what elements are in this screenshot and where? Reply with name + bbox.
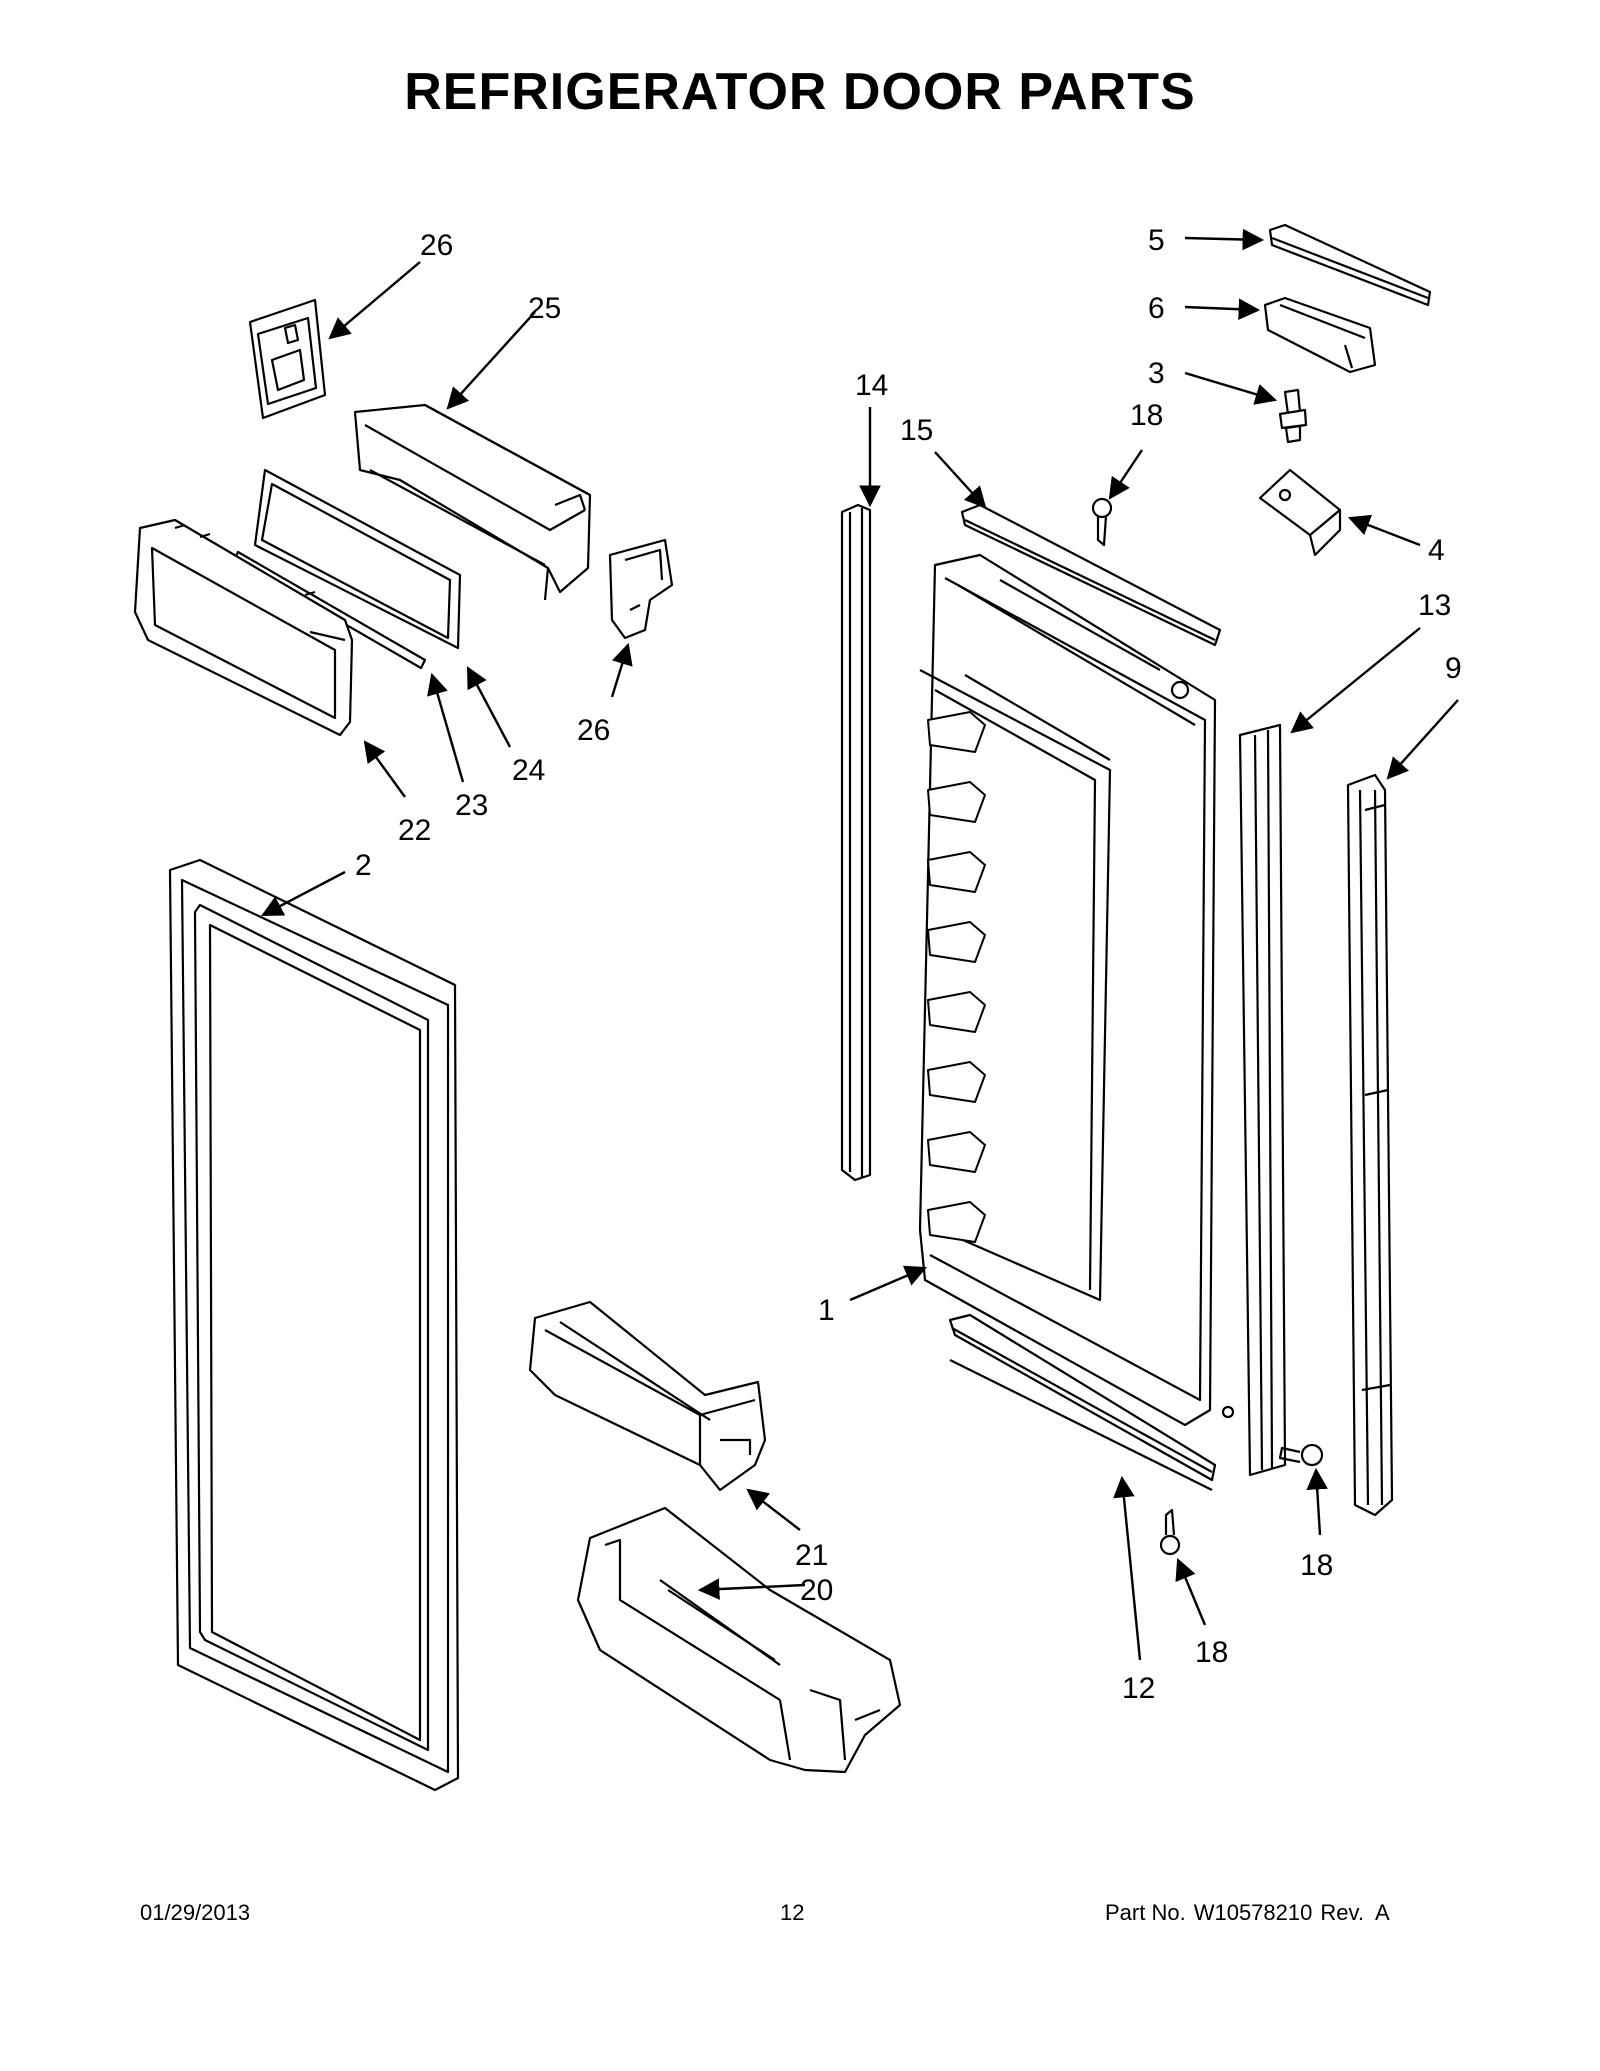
- page-title: REFRIGERATOR DOOR PARTS: [404, 63, 1196, 121]
- callout-22: 22: [398, 814, 431, 847]
- part-14-door-rail-left: [840, 503, 872, 1182]
- part-3-hinge-pin: [1278, 388, 1308, 444]
- callout-labels: 26 25 24 23 22 26 2 21 20 14 15 18 5 6 3…: [355, 224, 1462, 1705]
- part-25-crisper-bin: [353, 403, 592, 601]
- callout-18-bottom: 18: [1195, 1636, 1228, 1669]
- callout-1: 1: [818, 1294, 835, 1327]
- part-9-hinge-bar: [1346, 773, 1394, 1517]
- part-18-screw-bottom: [1159, 1508, 1181, 1556]
- callout-25: 25: [528, 292, 561, 325]
- callout-26-upper: 26: [420, 229, 453, 262]
- part-13-door-rail-right: [1238, 723, 1287, 1477]
- callout-14: 14: [855, 369, 888, 402]
- callout-13: 13: [1418, 589, 1451, 622]
- callout-9: 9: [1445, 652, 1462, 685]
- part-4-bracket: [1258, 468, 1342, 557]
- part-21-door-bin-small: [528, 1300, 767, 1492]
- callout-5: 5: [1148, 224, 1165, 257]
- part-20-door-bin-large: [576, 1506, 902, 1774]
- part-number: W10578210: [1193, 1900, 1313, 1925]
- part-26-end-cap-lower: [608, 538, 674, 640]
- footer-page-number: 12: [780, 1900, 805, 1925]
- callout-15: 15: [900, 414, 933, 447]
- callout-4: 4: [1428, 534, 1445, 567]
- part-5-top-cap: [1268, 223, 1432, 307]
- callout-3: 3: [1148, 357, 1165, 390]
- callout-12: 12: [1122, 1672, 1155, 1705]
- callout-18-right: 18: [1300, 1549, 1333, 1582]
- callout-23: 23: [455, 789, 488, 822]
- footer-part-number: Part No. W10578210 Rev. A: [1105, 1900, 1398, 1926]
- callout-24: 24: [512, 754, 545, 787]
- part-22-front-panel: [133, 518, 354, 737]
- part-2-door-gasket: [168, 858, 460, 1792]
- callout-20: 20: [800, 1574, 833, 1607]
- callout-2: 2: [355, 849, 372, 882]
- part-12-bottom-trim: [948, 1313, 1217, 1491]
- callout-18-top: 18: [1130, 399, 1163, 432]
- callout-21: 21: [795, 1539, 828, 1572]
- part-1-door-liner: [918, 553, 1235, 1427]
- part-26-end-cap-upper: [248, 298, 327, 420]
- footer-date: 01/29/2013: [140, 1900, 251, 1925]
- part-18-screw-top: [1091, 497, 1113, 547]
- part-24-window-frame: [253, 468, 462, 650]
- callout-26-lower: 26: [577, 714, 610, 747]
- part-label: Part No.: [1105, 1900, 1186, 1925]
- revision: Rev. A: [1320, 1900, 1390, 1925]
- part-18-screw-right: [1278, 1443, 1324, 1467]
- part-6-hinge-cover: [1263, 296, 1377, 374]
- callout-6: 6: [1148, 292, 1165, 325]
